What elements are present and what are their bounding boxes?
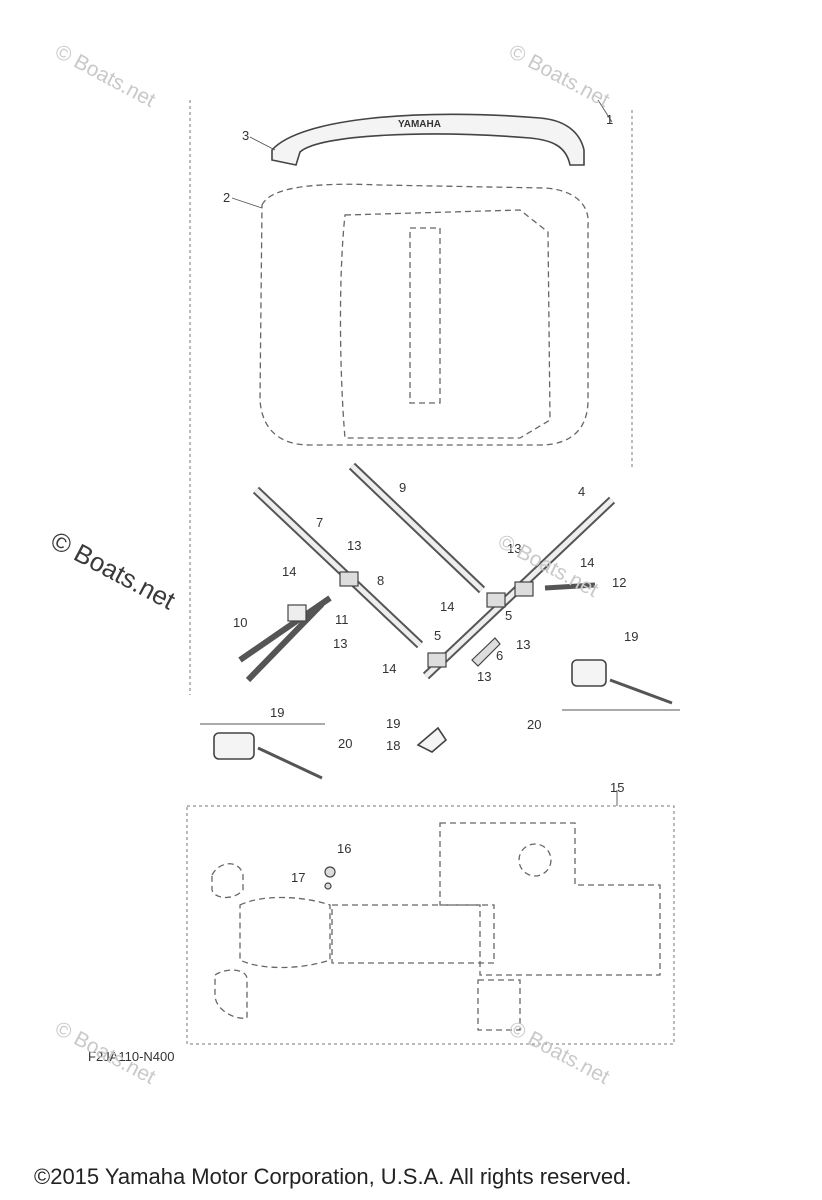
callout-14c: 14 xyxy=(440,599,454,614)
callout-5a: 5 xyxy=(505,608,512,623)
bracket-lower xyxy=(427,652,447,668)
leader-3 xyxy=(249,136,276,151)
callout-14b: 14 xyxy=(580,555,594,570)
clamp-part xyxy=(471,637,501,667)
bracket-right xyxy=(514,581,534,597)
leader-2 xyxy=(231,197,263,209)
callout-13b: 13 xyxy=(507,541,521,556)
callout-6: 6 xyxy=(496,648,503,663)
strut-collar xyxy=(287,604,307,622)
mat-rear-hole xyxy=(518,843,552,877)
pole-center-highlight xyxy=(350,464,484,592)
callout-19c: 19 xyxy=(386,716,400,731)
rod-end-part xyxy=(544,582,596,591)
mat-step xyxy=(477,979,521,1031)
callout-14d: 14 xyxy=(382,661,396,676)
callout-19a: 19 xyxy=(624,629,638,644)
callout-13e: 13 xyxy=(477,669,491,684)
callout-18: 18 xyxy=(386,738,400,753)
mat-center xyxy=(239,896,331,969)
copyright-footer: ©2015 Yamaha Motor Corporation, U.S.A. A… xyxy=(34,1164,632,1189)
mount-left-part xyxy=(213,732,255,760)
bracket-center xyxy=(486,592,506,608)
leader-1 xyxy=(597,99,613,123)
cable-left xyxy=(257,746,323,780)
callout-17: 17 xyxy=(291,870,305,885)
strut-left-b xyxy=(245,601,325,683)
callout-11: 11 xyxy=(335,612,349,627)
mount-right-part xyxy=(571,659,607,687)
seat-cover-part xyxy=(259,183,589,446)
hardware-16 xyxy=(324,866,336,878)
bracket-left xyxy=(339,571,359,587)
callout-1: 1 xyxy=(606,112,613,127)
callout-3: 3 xyxy=(242,128,249,143)
callout-13a: 13 xyxy=(347,538,361,553)
callout-14a: 14 xyxy=(282,564,296,579)
callout-19b: 19 xyxy=(270,705,284,720)
small-mount-part xyxy=(416,726,448,753)
figure-code: F2JA110-N400 xyxy=(88,1049,175,1064)
mat-set-boundary xyxy=(186,805,675,1045)
callout-10: 10 xyxy=(233,615,247,630)
callout-15: 15 xyxy=(610,780,624,795)
callout-2: 2 xyxy=(223,190,230,205)
callout-20b: 20 xyxy=(338,736,352,751)
callout-4: 4 xyxy=(578,484,585,499)
mat-rear xyxy=(439,822,661,976)
callout-9: 9 xyxy=(399,480,406,495)
callout-16: 16 xyxy=(337,841,351,856)
mat-middle xyxy=(331,904,495,964)
callout-5b: 5 xyxy=(434,628,441,643)
callout-8: 8 xyxy=(377,573,384,588)
pole-left-highlight xyxy=(254,488,422,647)
callout-12: 12 xyxy=(612,575,626,590)
callout-20a: 20 xyxy=(527,717,541,732)
cable-right xyxy=(609,678,673,705)
callout-13c: 13 xyxy=(333,636,347,651)
mat-front-left xyxy=(211,863,244,899)
callout-13d: 13 xyxy=(516,637,530,652)
hardware-17 xyxy=(324,882,332,890)
grab-handle-part xyxy=(271,113,585,166)
callout-7: 7 xyxy=(316,515,323,530)
seat-cover-strip xyxy=(409,227,441,404)
mat-front-right xyxy=(214,969,248,1019)
seat-cover-inner xyxy=(339,209,551,439)
brand-logo: YAMAHA xyxy=(398,119,441,130)
